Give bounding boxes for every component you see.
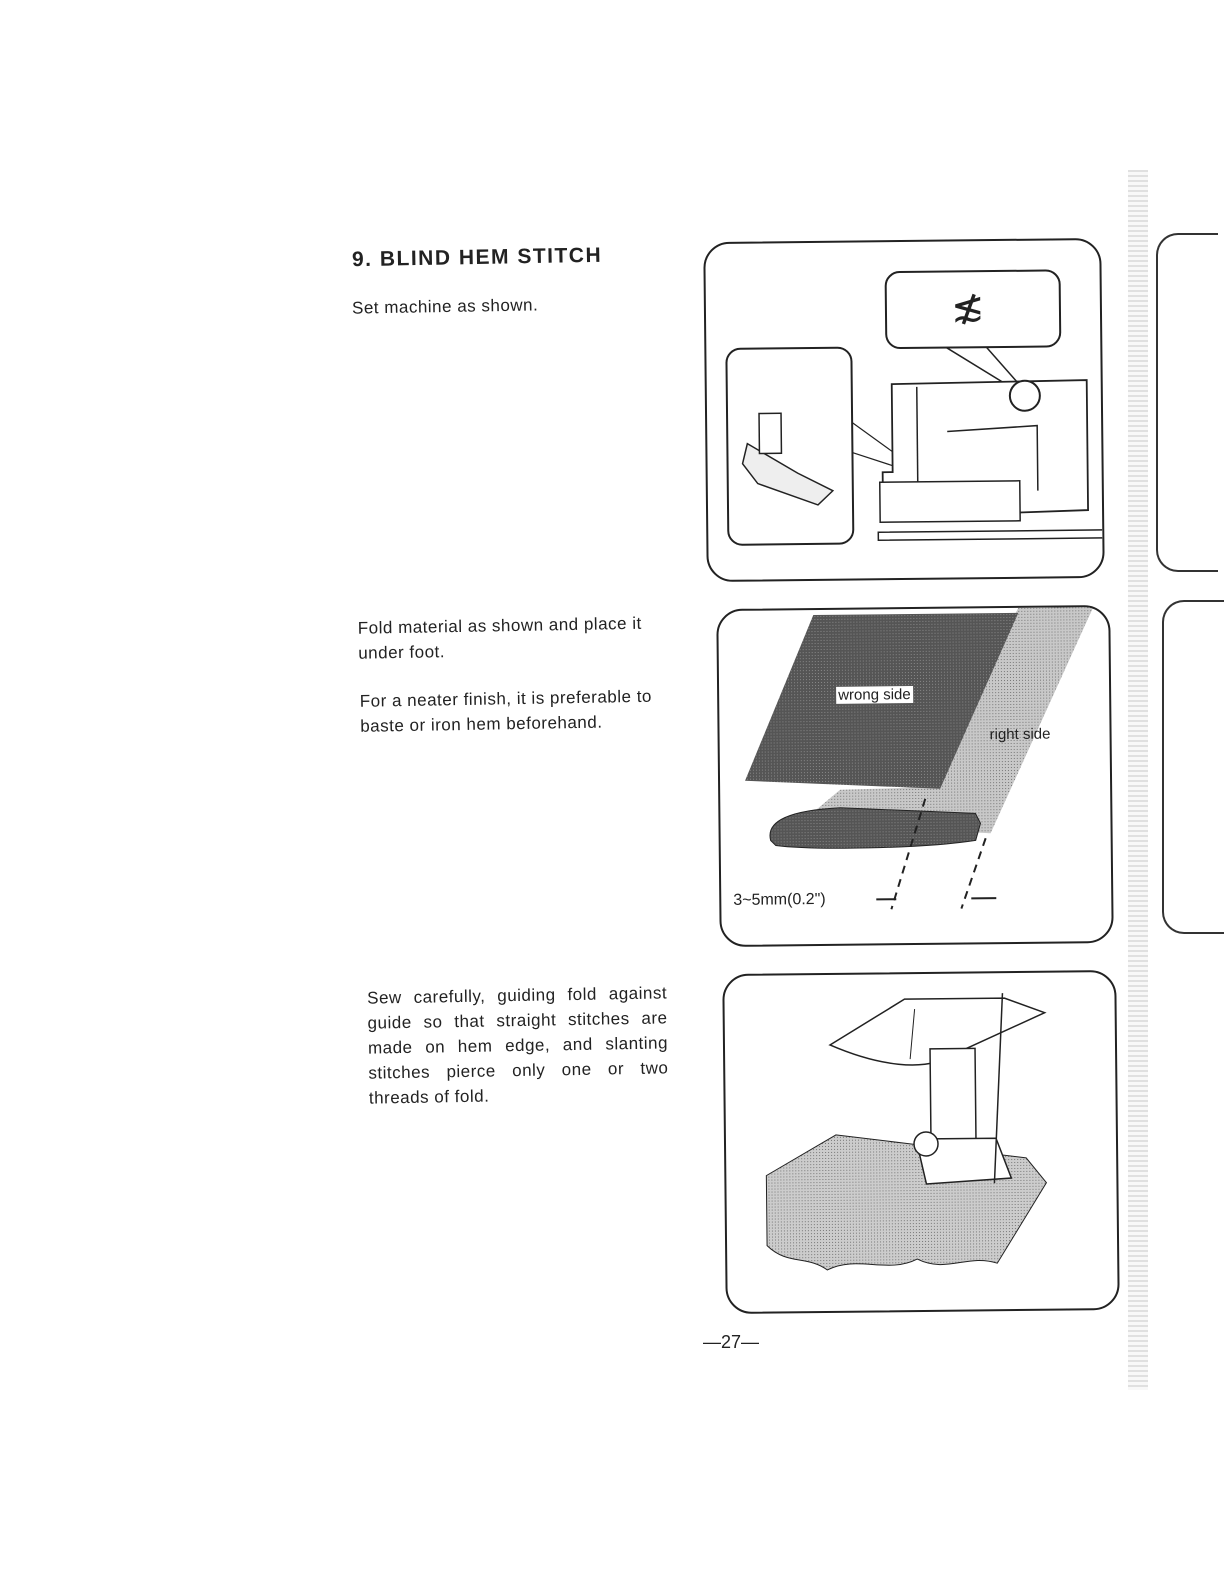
sewing-hem-figure — [722, 969, 1120, 1315]
wrong-side-label: wrong side — [836, 686, 913, 704]
right-side-label: right side — [989, 725, 1051, 744]
instruction-sew-carefully: Sew carefully, guiding fold against guid… — [366, 983, 669, 1108]
instruction-set-machine: Set machine as shown. — [351, 295, 539, 318]
adjacent-page-figure-edge — [1156, 233, 1218, 572]
blind-hem-stitch-symbol: ≴ — [950, 285, 985, 330]
section-title: 9. BLIND HEM STITCH — [351, 243, 603, 272]
instruction-fold-material: Fold material as shown and place it unde… — [357, 613, 642, 663]
sewing-machine-illustration — [725, 269, 1105, 546]
adjacent-page-figure-edge — [1162, 600, 1224, 934]
instruction-neater-finish: For a neater finish, it is preferable to… — [359, 686, 653, 736]
hem-measurement-label: 3~5mm(0.2") — [733, 890, 826, 909]
page-number: —27— — [703, 1332, 760, 1352]
scan-edge-shadow — [1128, 170, 1148, 1390]
machine-setting-figure: ≴ — [703, 237, 1105, 583]
presser-foot-sewing-illustration — [765, 993, 1048, 1271]
fold-material-figure: wrong side right side 3~5mm(0.2") — [716, 604, 1114, 948]
